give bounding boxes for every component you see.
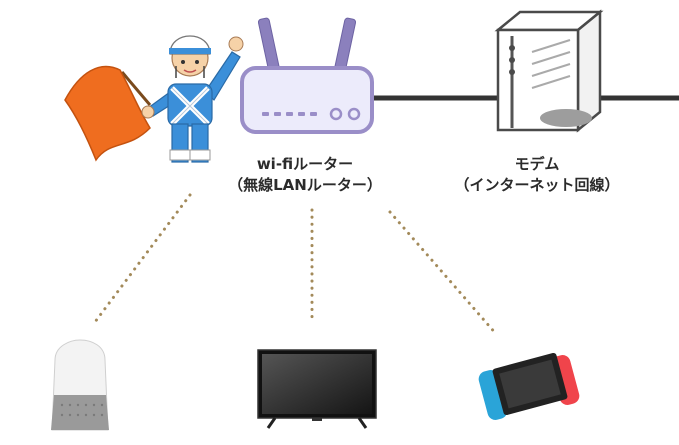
smart-speaker-icon xyxy=(51,339,109,431)
modem-label: モデム （インターネット回線） xyxy=(442,154,632,196)
modem-stand xyxy=(540,109,592,127)
router-lights xyxy=(262,112,317,116)
router-label: wi-fiルーター （無線LANルーター） xyxy=(215,154,395,196)
router-icon xyxy=(240,17,374,134)
modem-label-line1: モデム xyxy=(514,155,560,173)
modem-label-line2: （インターネット回線） xyxy=(454,176,620,194)
router-body xyxy=(240,66,374,134)
television-icon xyxy=(257,349,377,429)
modem-icon xyxy=(494,9,604,133)
wireless-links xyxy=(93,193,499,337)
router-label-line2: （無線LANルーター） xyxy=(228,176,382,194)
flag-icon xyxy=(64,65,151,162)
wireless-link-speaker xyxy=(93,193,192,324)
wireless-link-console xyxy=(388,210,499,337)
traffic-guard-icon xyxy=(64,35,244,163)
router-label-line1: wi-fiルーター xyxy=(256,155,354,173)
game-console-icon xyxy=(478,352,580,420)
flag-pole xyxy=(120,71,152,106)
